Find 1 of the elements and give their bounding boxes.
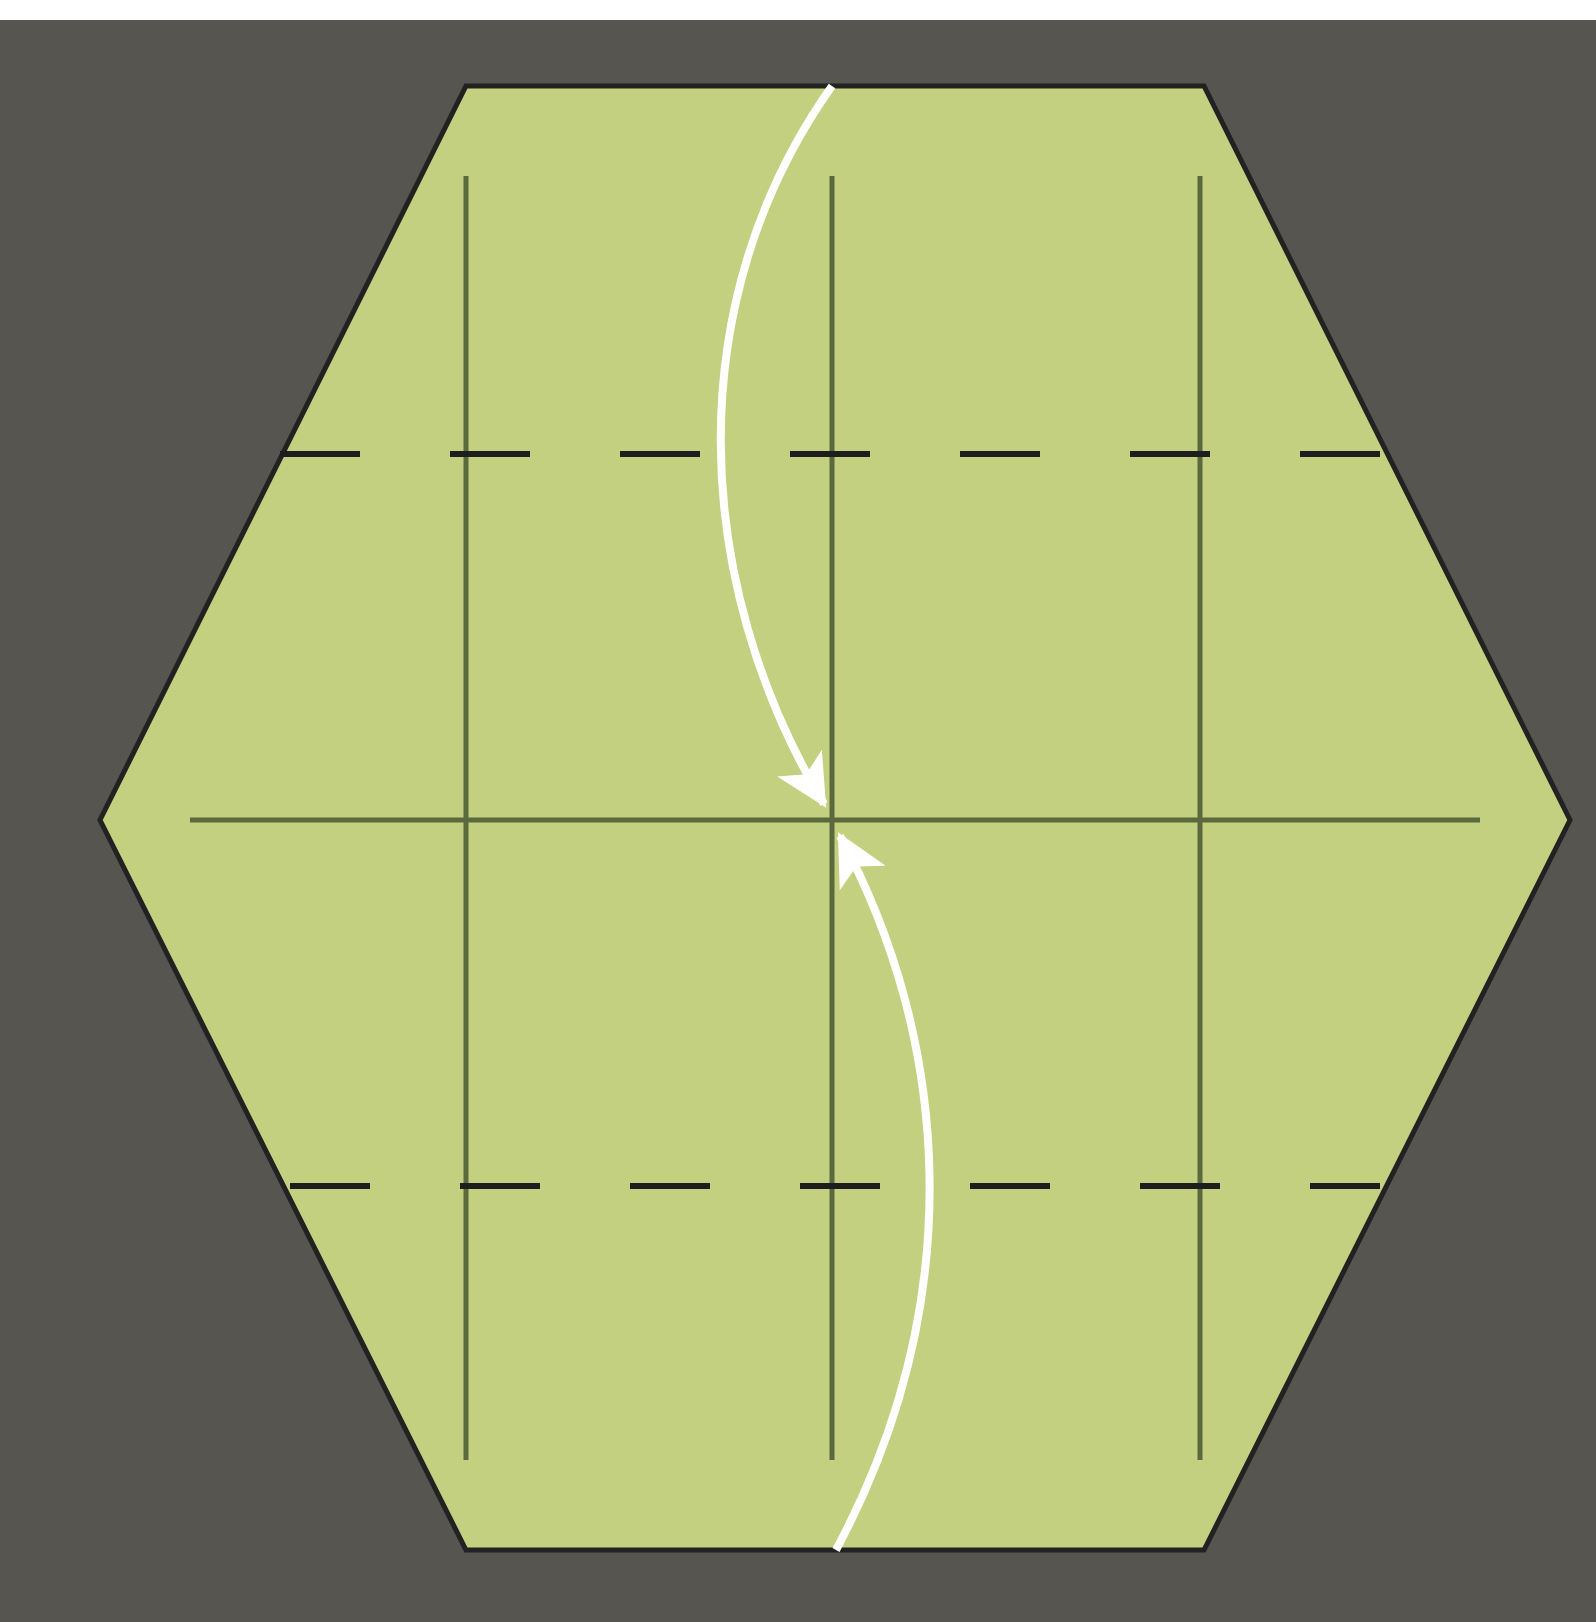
hexagon-paper (97, 83, 1573, 1553)
